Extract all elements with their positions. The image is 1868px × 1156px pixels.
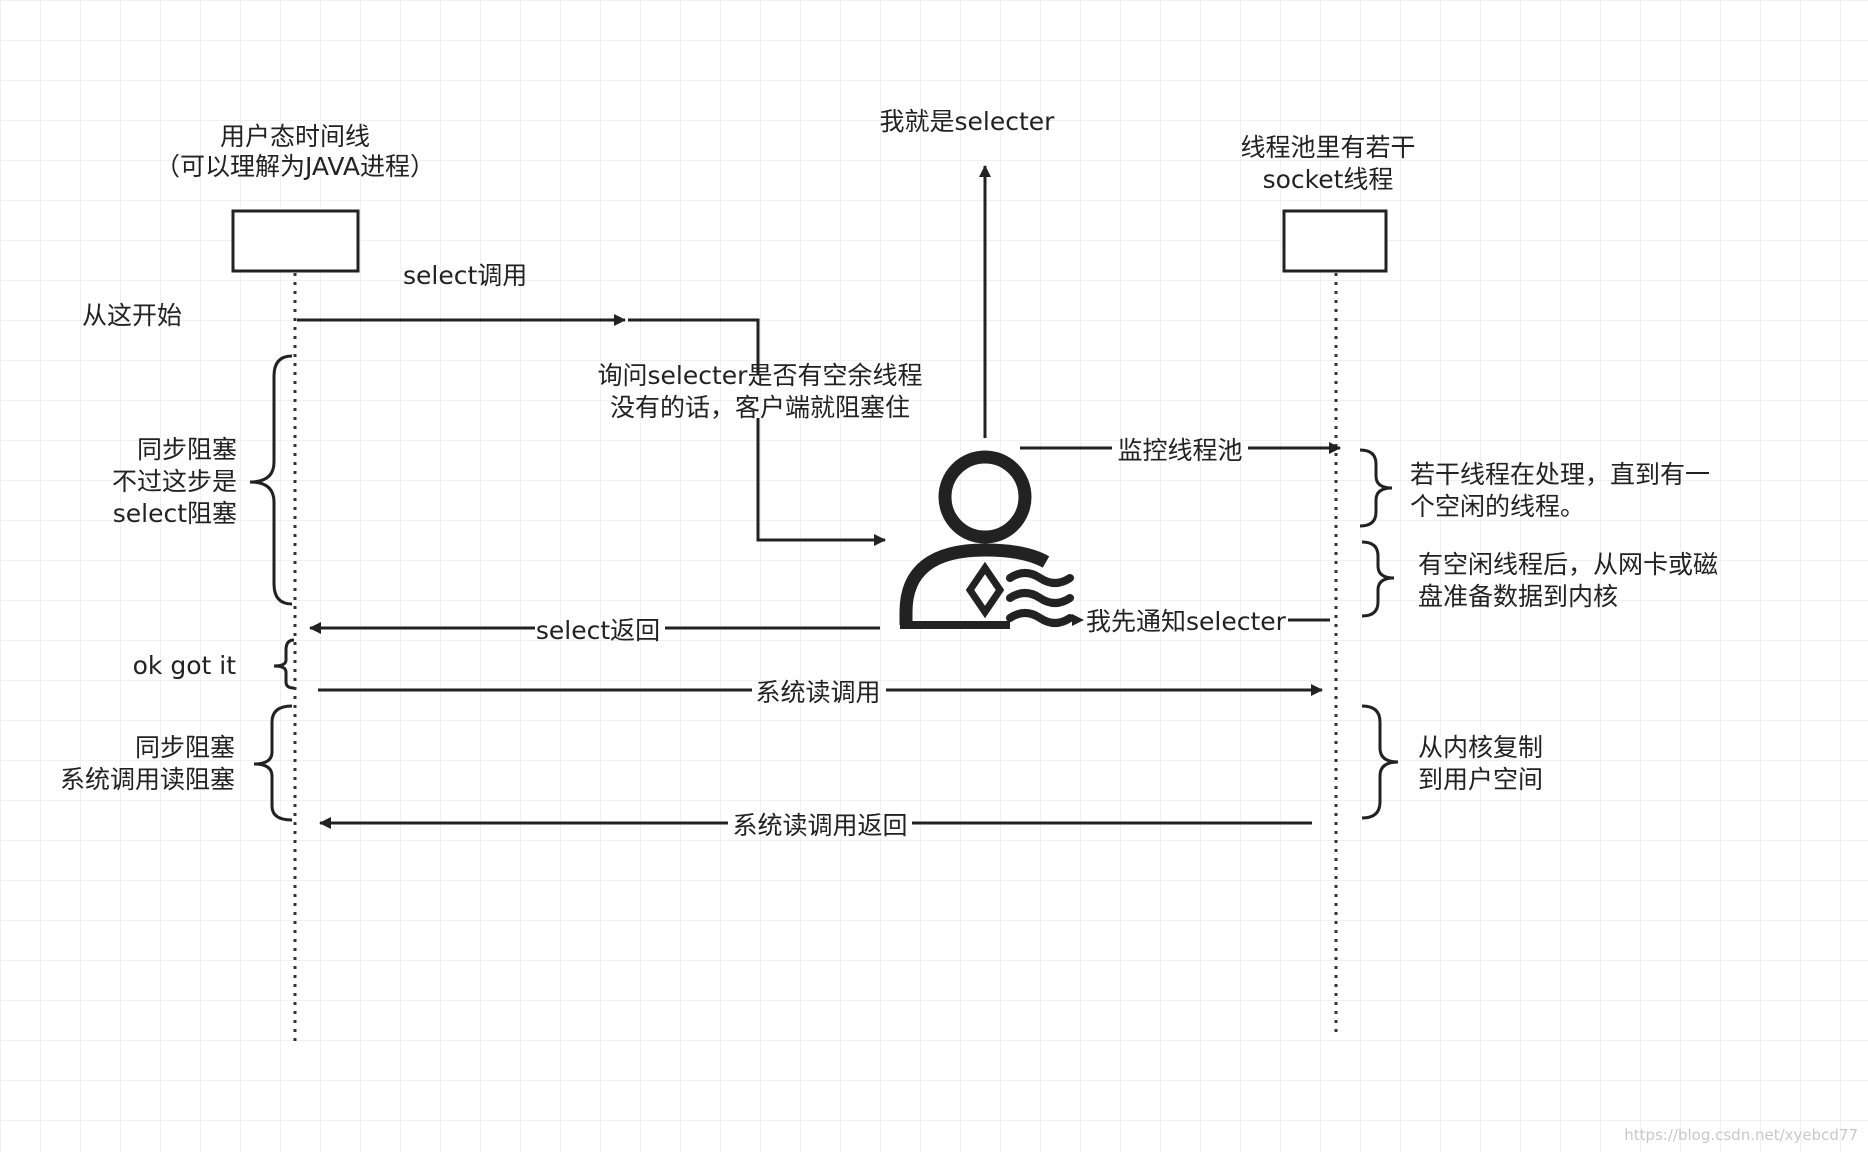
right-brace-idle (1361, 540, 1395, 618)
right-brace-copy (1361, 704, 1399, 820)
read-return-label: 系统读调用返回 (732, 811, 907, 840)
block2-note-1: 同步阻塞 (135, 733, 235, 762)
copy-note-1: 从内核复制 (1418, 733, 1543, 762)
left-brace-ok (273, 638, 295, 690)
pool-lifeline-box (1282, 209, 1388, 273)
left-brace-select-block (249, 354, 293, 606)
notify-arrow-head (1072, 614, 1084, 626)
processing-note-2: 个空闲的线程。 (1410, 492, 1585, 521)
pool-lifeline-title-2: socket线程 (1263, 165, 1394, 194)
ask-label-2: 没有的话，客户端就阻塞住 (610, 393, 910, 422)
notify-label: 我先通知selecter (1086, 607, 1287, 636)
ask-label-1: 询问selecter是否有空余线程 (598, 361, 923, 390)
block2-note-2: 系统调用读阻塞 (60, 765, 235, 794)
read-call-label: 系统读调用 (755, 678, 880, 707)
copy-note-2: 到用户空间 (1418, 765, 1543, 794)
processing-note-1: 若干线程在处理，直到有一 (1410, 460, 1710, 489)
selector-title: 我就是selecter (880, 107, 1056, 136)
user-lifeline-box (231, 209, 360, 273)
ask-selector-path-2 (756, 418, 886, 546)
left-brace-read-block (253, 704, 293, 822)
block1-note-1: 同步阻塞 (137, 435, 237, 464)
idle-note-2: 盘准备数据到内核 (1418, 582, 1618, 611)
block1-note-3: select阻塞 (113, 499, 237, 528)
select-call-label: select调用 (403, 261, 527, 290)
pool-lifeline-title-1: 线程池里有若干 (1240, 133, 1415, 162)
ask-selector-path (628, 318, 760, 375)
user-lifeline-title-2: （可以理解为JAVA进程） (155, 152, 435, 181)
user-lifeline-title-1: 用户态时间线 (220, 122, 370, 151)
idle-note-1: 有空闲线程后，从网卡或磁 (1418, 550, 1718, 579)
monitor-label: 监控线程池 (1117, 436, 1242, 465)
block1-note-2: 不过这步是 (112, 467, 237, 496)
selector-person-icon (899, 450, 1074, 629)
select-return-label: select返回 (536, 616, 660, 645)
ok-note: ok got it (133, 651, 237, 680)
start-label: 从这开始 (82, 301, 182, 330)
right-brace-processing (1359, 448, 1393, 528)
watermark: https://blog.csdn.net/xyebcd77 (1624, 1126, 1858, 1144)
